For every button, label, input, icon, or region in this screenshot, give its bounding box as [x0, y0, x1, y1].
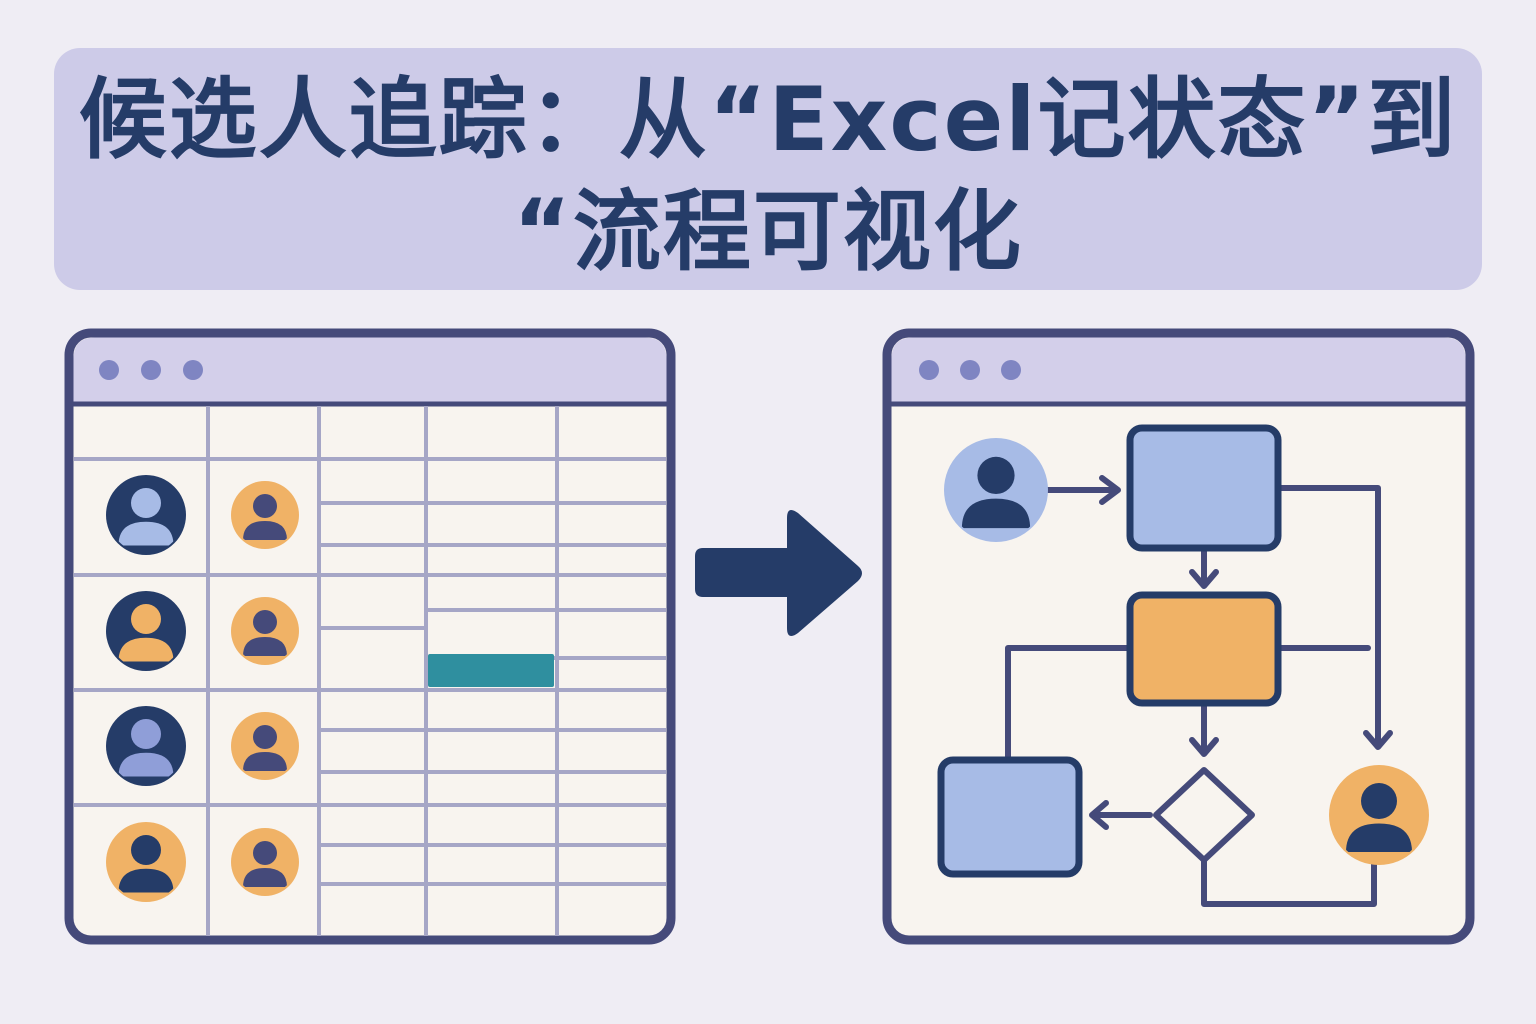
window-dot-icon: [1001, 360, 1021, 380]
flow-connectors: [1005, 475, 1393, 907]
flowchart-window: [882, 328, 1475, 945]
title-banner: [54, 48, 1482, 290]
window-dot-icon: [960, 360, 980, 380]
person-icon: [106, 822, 186, 902]
title-line-2: “流程可视化: [513, 180, 1023, 283]
flow-step-box: [1126, 591, 1282, 707]
spreadsheet-grid: [74, 406, 666, 936]
page-title: 候选人追踪：从“Excel记状态”到 “流程可视化: [54, 64, 1482, 288]
right-arrow-icon: [695, 509, 862, 637]
highlighted-cell: [428, 654, 554, 687]
person-icon: [231, 828, 299, 896]
person-icon: [106, 591, 186, 671]
spreadsheet-window: [64, 328, 676, 945]
decision-diamond: [1153, 767, 1255, 863]
window-dot-icon: [141, 360, 161, 380]
person-icon: [944, 438, 1048, 542]
flow-step-box: [937, 756, 1083, 878]
person-icon: [231, 481, 299, 549]
title-line-1: 候选人追踪：从“Excel记状态”到: [78, 68, 1458, 171]
person-icon: [231, 712, 299, 780]
person-icon: [231, 597, 299, 665]
person-icon: [106, 706, 186, 786]
person-icon: [1329, 765, 1429, 865]
person-icon: [106, 475, 186, 555]
window-dot-icon: [919, 360, 939, 380]
flow-step-box: [1126, 424, 1282, 552]
window-dot-icon: [99, 360, 119, 380]
window-dot-icon: [183, 360, 203, 380]
